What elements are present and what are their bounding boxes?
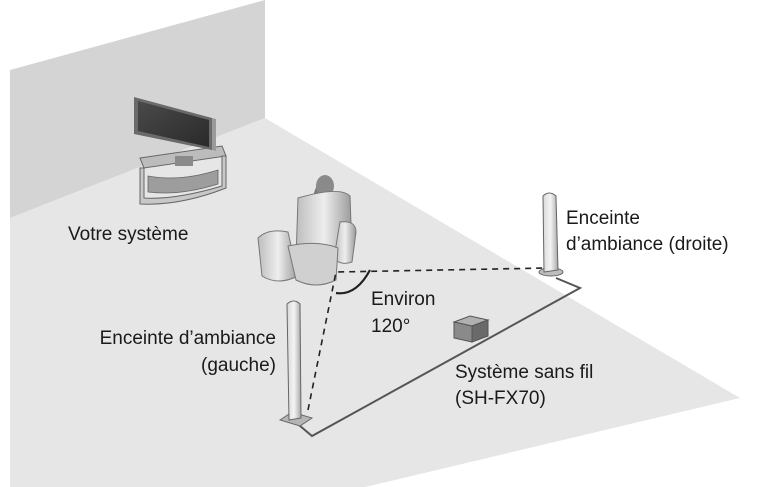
speaker-layout-outline [292, 277, 583, 438]
wireless-system-icon [452, 315, 490, 343]
left-speaker-icon [278, 300, 314, 427]
floor [10, 118, 740, 487]
system-label: Votre système [68, 224, 188, 245]
listening-angle-lines [307, 267, 549, 411]
angle-arc [335, 269, 371, 295]
right-speaker-icon [538, 192, 564, 277]
angle-label-line2: 120° [371, 316, 410, 337]
left-speaker-label-line1: Enceinte d’ambiance [100, 328, 276, 349]
tv-icon [134, 97, 216, 151]
wireless-system-label-line1: Système sans fil [455, 362, 593, 383]
right-speaker-label-line2: d’ambiance (droite) [566, 234, 729, 255]
armchair-listener-icon [257, 175, 357, 286]
right-speaker-label-line1: Enceinte [566, 208, 640, 229]
left-speaker-label-line2: (gauche) [201, 355, 276, 376]
tv-stand-icon [139, 145, 227, 205]
angle-label-line1: Environ [371, 289, 435, 310]
wireless-system-label-line2: (SH-FX70) [455, 388, 546, 409]
